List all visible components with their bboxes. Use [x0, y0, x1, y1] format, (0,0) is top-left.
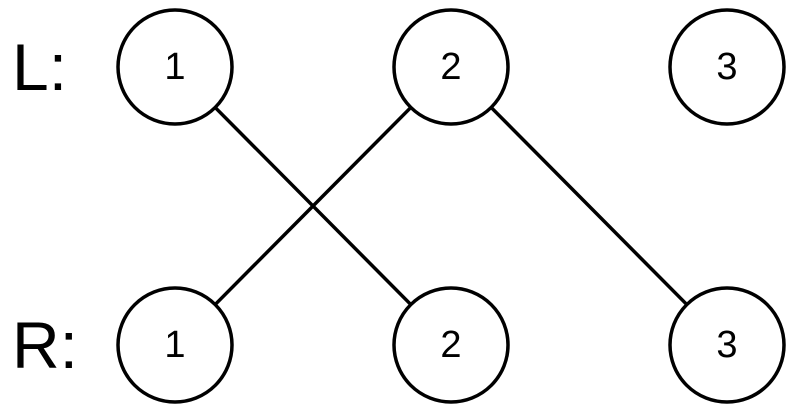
node-l2-label: 2: [440, 46, 461, 88]
right-row-nodes: 1 2 3: [116, 286, 786, 404]
node-l3: 3: [668, 8, 786, 126]
node-r1-circle: [116, 286, 234, 404]
node-r3-circle: [668, 286, 786, 404]
node-r2: 2: [392, 286, 510, 404]
node-r3-label: 3: [716, 324, 737, 366]
node-l1-circle: [116, 8, 234, 126]
node-l3-label: 3: [716, 46, 737, 88]
node-l1: 1: [116, 8, 234, 126]
node-l1-label: 1: [164, 46, 185, 88]
edges-layer: [213, 106, 689, 306]
row-label-left: L:: [12, 30, 67, 104]
node-l3-circle: [668, 8, 786, 126]
edge-l2-r1: [213, 106, 413, 306]
edge-l2-r3: [489, 106, 689, 306]
node-r2-circle: [392, 286, 510, 404]
left-row-nodes: 1 2 3: [116, 8, 786, 126]
node-l2-circle: [392, 8, 510, 126]
node-r1-label: 1: [164, 324, 185, 366]
node-r3: 3: [668, 286, 786, 404]
node-r2-label: 2: [440, 324, 461, 366]
node-r1: 1: [116, 286, 234, 404]
node-l2: 2: [392, 8, 510, 126]
row-label-right: R:: [12, 308, 78, 382]
